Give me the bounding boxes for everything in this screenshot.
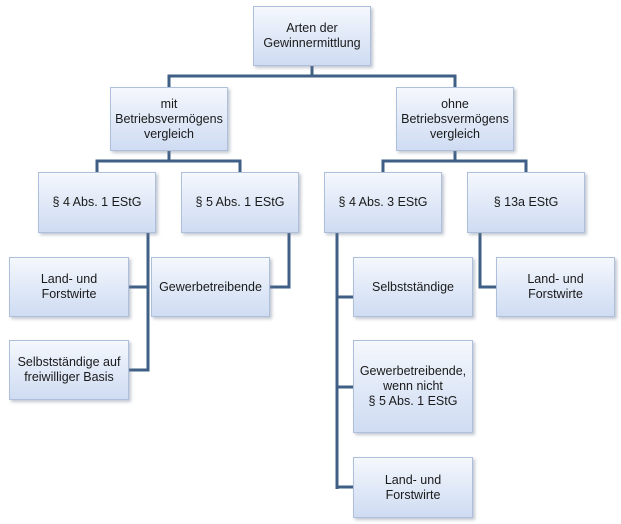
connector-par13a-to-landforst3	[478, 233, 496, 289]
node-gewerbetreibende-wenn-nicht: Gewerbetreibende, wenn nicht § 5 Abs. 1 …	[353, 340, 473, 433]
connector-ohne-to-par13a	[455, 159, 528, 172]
node-land-und-forstwirte-2: Land- und Forstwirte	[353, 457, 473, 518]
node-mit-betriebsvermoegensvergleich: mit Betriebsvermögens vergleich	[110, 87, 228, 151]
connector-par4abs1-to-landforst1	[129, 233, 150, 289]
connector-mit-to-par5	[169, 159, 242, 172]
connector-mit-to-children	[95, 151, 171, 172]
node-par5-abs1-estg: § 5 Abs. 1 EStG	[181, 172, 299, 233]
node-par13a-estg: § 13a EStG	[467, 172, 585, 233]
node-par4-abs3-estg: § 4 Abs. 3 EStG	[324, 172, 442, 233]
node-par4-abs1-estg: § 4 Abs. 1 EStG	[38, 172, 156, 233]
node-selbststaendige-freiwillig: Selbstständige auf freiwilliger Basis	[9, 340, 129, 400]
node-land-und-forstwirte-1: Land- und Forstwirte	[9, 257, 129, 317]
node-selbststaendige: Selbstständige	[353, 257, 473, 317]
connector-root-to-ohne	[312, 74, 457, 87]
connector-root-to-level1	[167, 66, 314, 87]
node-arten-der-gewinnermittlung: Arten der Gewinnermittlung	[253, 6, 371, 66]
connector-ohne-to-children	[381, 151, 457, 172]
node-ohne-betriebsvermoegensvergleich: ohne Betriebsvermögens vergleich	[396, 87, 514, 151]
connector-par5abs1-to-gewerbe1	[270, 233, 291, 289]
node-gewerbetreibende: Gewerbetreibende	[151, 257, 270, 317]
node-land-und-forstwirte-3: Land- und Forstwirte	[496, 257, 615, 317]
connector-par4abs1-to-selbst-frei	[129, 287, 150, 372]
